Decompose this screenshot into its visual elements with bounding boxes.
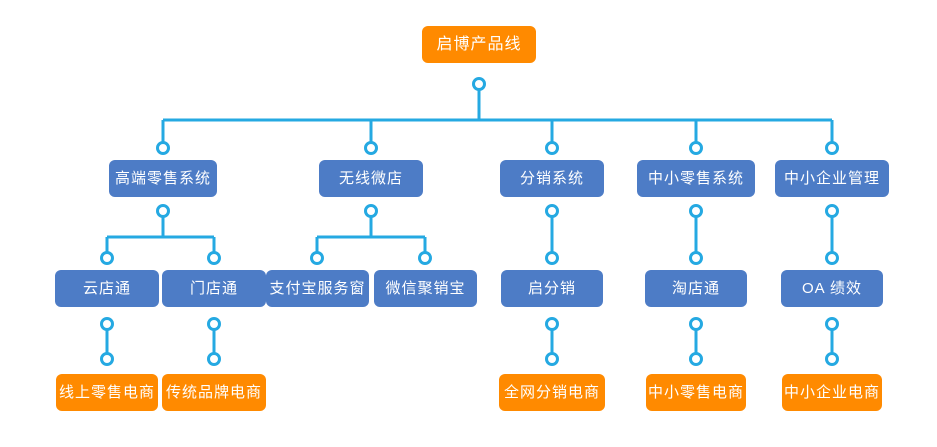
connector-highend-retail-fork bbox=[100, 204, 221, 265]
connector-qifenxiao-leaf bbox=[545, 317, 559, 366]
connector-sme-management bbox=[825, 204, 839, 265]
node-online-retail-ecommerce[interactable]: 线上零售电商 bbox=[56, 374, 158, 411]
node-sme-ecommerce[interactable]: 中小企业电商 bbox=[782, 374, 882, 411]
node-oa-performance[interactable]: OA 绩效 bbox=[781, 270, 883, 307]
connector-taodiantong-leaf bbox=[689, 317, 703, 366]
node-highend-retail-system[interactable]: 高端零售系统 bbox=[109, 160, 217, 197]
node-whole-network-distribution-ecommerce[interactable]: 全网分销电商 bbox=[499, 374, 605, 411]
node-sme-retail-ecommerce[interactable]: 中小零售电商 bbox=[646, 374, 746, 411]
node-yundiantong[interactable]: 云店通 bbox=[55, 270, 159, 307]
connector-oa-performance-leaf bbox=[825, 317, 839, 366]
connector-yundiantong-leaf bbox=[100, 317, 114, 366]
node-sme-retail-system[interactable]: 中小零售系统 bbox=[637, 160, 755, 197]
node-alipay-service-window[interactable]: 支付宝服务窗 bbox=[266, 270, 369, 307]
node-qifenxiao[interactable]: 启分销 bbox=[501, 270, 603, 307]
connector-root-to-branches bbox=[156, 77, 839, 155]
node-sme-management[interactable]: 中小企业管理 bbox=[775, 160, 889, 197]
node-traditional-brand-ecommerce[interactable]: 传统品牌电商 bbox=[162, 374, 266, 411]
node-distribution-system[interactable]: 分销系统 bbox=[500, 160, 604, 197]
connector-wireless-weidian-fork bbox=[310, 204, 432, 265]
node-wechat-juxiaobao[interactable]: 微信聚销宝 bbox=[374, 270, 477, 307]
node-mendiantong[interactable]: 门店通 bbox=[162, 270, 266, 307]
connector-distribution-system bbox=[545, 204, 559, 265]
node-taodiantong[interactable]: 淘店通 bbox=[645, 270, 747, 307]
connector-sme-retail-system bbox=[689, 204, 703, 265]
connector-mendiantong-leaf bbox=[207, 317, 221, 366]
node-wireless-weidian[interactable]: 无线微店 bbox=[319, 160, 423, 197]
node-qibo-product-line[interactable]: 启博产品线 bbox=[422, 26, 536, 63]
